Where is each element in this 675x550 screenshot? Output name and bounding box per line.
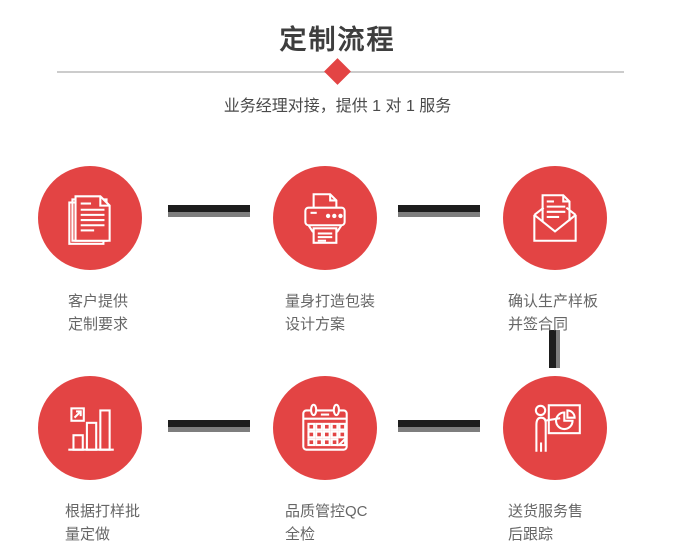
bar-chart-icon	[68, 407, 114, 451]
step-label-line2: 量定做	[65, 526, 111, 543]
step-label-line2: 后跟踪	[508, 526, 554, 543]
step-circle-customer-requirements	[38, 166, 142, 270]
step-circle-delivery-aftersales	[503, 376, 607, 480]
step-label: 客户提供 定制要求	[68, 290, 128, 336]
step-label-line2: 全检	[285, 526, 316, 543]
step-label-line2: 并签合同	[508, 316, 569, 333]
printer-icon	[304, 193, 346, 244]
diamond-accent-icon	[324, 58, 351, 85]
page-title: 定制流程	[279, 25, 396, 55]
connector-line	[168, 420, 250, 432]
step-circle-batch-production	[38, 376, 142, 480]
step-label: 根据打样批 量定做	[65, 500, 140, 546]
step-label: 品质管控QC 全检	[285, 500, 368, 546]
step-label-line1: 量身打造包装	[285, 293, 376, 310]
connector-line	[168, 205, 250, 217]
step-label: 送货服务售 后跟踪	[508, 500, 583, 546]
connector-line-vertical	[549, 330, 560, 368]
step-label-line1: 品质管控QC	[285, 503, 368, 520]
step-circle-sample-contract	[503, 166, 607, 270]
presentation-icon	[534, 404, 581, 452]
step-label: 量身打造包装 设计方案	[285, 290, 375, 336]
step-circle-packaging-design	[273, 166, 377, 270]
connector-line	[398, 205, 480, 217]
step-label-line1: 根据打样批	[65, 503, 141, 520]
calendar-icon	[302, 403, 348, 451]
step-label-line2: 定制要求	[68, 316, 129, 333]
connector-line	[398, 420, 480, 432]
step-label-line1: 送货服务售	[508, 503, 584, 520]
open-envelope-icon	[533, 194, 577, 242]
step-label-line1: 客户提供	[68, 293, 129, 310]
step-label-line1: 确认生产样板	[508, 293, 599, 310]
step-label-line2: 设计方案	[285, 316, 346, 333]
step-circle-qc-inspection	[273, 376, 377, 480]
stacked-documents-icon	[68, 195, 111, 245]
step-label: 确认生产样板 并签合同	[508, 290, 598, 336]
page-subtitle: 业务经理对接，提供 1 对 1 服务	[223, 98, 452, 115]
